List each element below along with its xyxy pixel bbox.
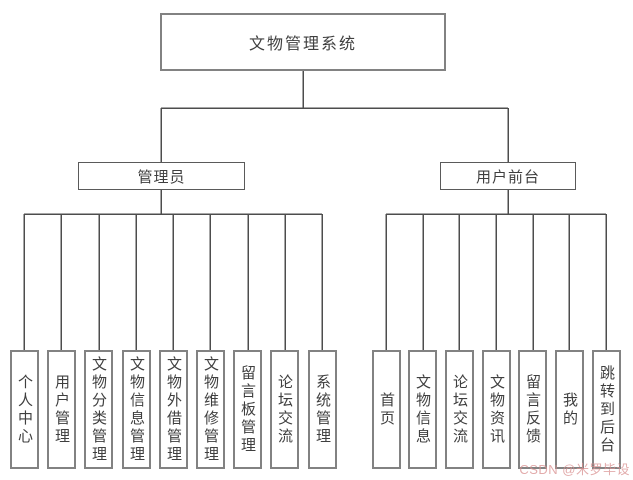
node-relic-info-management: 文物信息管理 bbox=[122, 350, 151, 469]
leaf-label: 系统管理 bbox=[314, 373, 331, 446]
node-admin-branch: 管理员 bbox=[78, 162, 245, 190]
leaf-label: 用户管理 bbox=[53, 373, 70, 446]
leaf-label: 文物资讯 bbox=[488, 373, 505, 446]
node-relic-info: 文物信息 bbox=[408, 350, 437, 469]
node-forum-exchange-user: 论坛交流 bbox=[445, 350, 474, 469]
node-home: 首页 bbox=[372, 350, 401, 469]
node-message-board-management: 留言板管理 bbox=[233, 350, 262, 469]
node-system-management: 系统管理 bbox=[308, 350, 337, 469]
leaf-label: 文物信息管理 bbox=[128, 355, 145, 464]
leaf-label: 个人中心 bbox=[16, 373, 33, 446]
leaf-label: 首页 bbox=[378, 391, 395, 428]
leaf-label: 留言板管理 bbox=[239, 364, 256, 455]
leaf-label: 留言反馈 bbox=[524, 373, 541, 446]
leaf-label: 论坛交流 bbox=[451, 373, 468, 446]
csdn-watermark: CSDN @米罗毕设 bbox=[519, 462, 630, 477]
node-personal-center: 个人中心 bbox=[10, 350, 39, 469]
node-forum-exchange-admin: 论坛交流 bbox=[270, 350, 299, 469]
node-mine: 我的 bbox=[555, 350, 584, 469]
node-relic-news: 文物资讯 bbox=[482, 350, 511, 469]
node-jump-to-backend: 跳转到后台 bbox=[592, 350, 621, 469]
leaf-label: 我的 bbox=[561, 391, 578, 428]
node-relic-category-management: 文物分类管理 bbox=[84, 350, 113, 469]
leaf-label: 跳转到后台 bbox=[598, 364, 615, 455]
node-system-root: 文物管理系统 bbox=[160, 13, 446, 71]
leaf-label: 文物分类管理 bbox=[90, 355, 107, 464]
node-user-management: 用户管理 bbox=[47, 350, 76, 469]
leaf-label: 论坛交流 bbox=[276, 373, 293, 446]
leaf-label: 文物外借管理 bbox=[165, 355, 182, 464]
node-user-frontend-branch: 用户前台 bbox=[440, 162, 576, 190]
node-relic-repair-management: 文物维修管理 bbox=[196, 350, 225, 469]
leaf-label: 文物信息 bbox=[414, 373, 431, 446]
node-message-feedback: 留言反馈 bbox=[518, 350, 547, 469]
leaf-label: 文物维修管理 bbox=[202, 355, 219, 464]
node-relic-lending-management: 文物外借管理 bbox=[159, 350, 188, 469]
